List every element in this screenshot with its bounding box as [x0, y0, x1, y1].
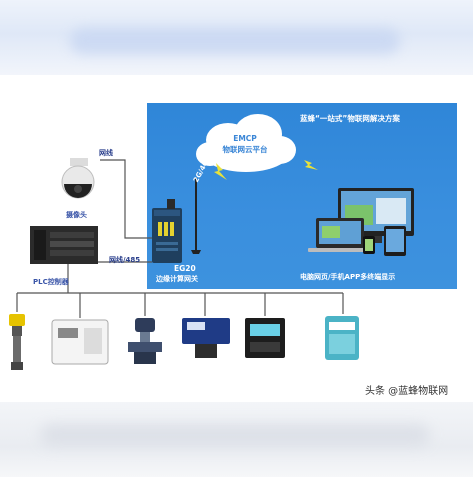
- plc-label: PLC控制器: [33, 278, 69, 286]
- cloud-icon: [196, 114, 296, 172]
- cloud-platform-label: EMCP 物联网云平台: [195, 133, 295, 155]
- cloud-platform-desc: 物联网云平台: [222, 145, 268, 154]
- camera-link-line: [100, 159, 152, 239]
- io-module-icon: [325, 316, 359, 360]
- lightning-icon: [214, 163, 227, 180]
- camera-icon: [61, 158, 95, 199]
- camera-link-label: 网线: [99, 149, 113, 157]
- display-devices-label: 电脑网页/手机APP多终端显示: [300, 273, 396, 281]
- antenna-icon: [191, 178, 201, 254]
- plc-icon: [30, 226, 98, 264]
- gateway-desc: 边缘计算网关: [156, 275, 198, 283]
- panel-meter-icon: [245, 318, 285, 358]
- cloud-platform-name: EMCP: [233, 134, 257, 143]
- lightning-icon-2: [304, 160, 318, 170]
- flow-meter-icon: [182, 318, 230, 358]
- camera-label: 摄像头: [66, 211, 87, 219]
- watermark: 头条 @蓝蜂物联网: [365, 386, 449, 397]
- energy-meter-icon: [51, 319, 109, 365]
- gateway-name: EG20: [174, 264, 196, 273]
- pressure-transmitter-icon: [128, 318, 162, 364]
- panel-title: 蓝蜂“一站式”物联网解决方案: [300, 114, 400, 123]
- connection-lines: [16, 159, 344, 318]
- gateway-device-icon: [152, 199, 182, 263]
- plc-link-label: 网线/485: [109, 256, 141, 264]
- display-devices-icon: [308, 188, 414, 256]
- blurred-bottom-banner: [0, 402, 473, 477]
- level-sensor-icon: [9, 314, 25, 370]
- blurred-top-banner: [0, 0, 473, 75]
